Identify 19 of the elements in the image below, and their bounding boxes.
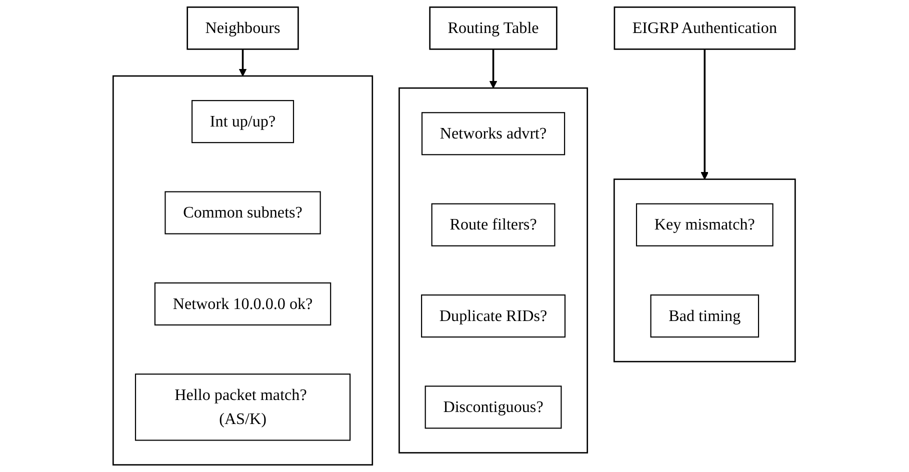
- node-box: Key mismatch?: [636, 203, 774, 246]
- arrow: [701, 49, 709, 180]
- node-box: Route filters?: [432, 203, 556, 246]
- arrow: [239, 49, 248, 76]
- node-box: Network 10.0.0.0 ok?: [154, 282, 332, 326]
- cluster: [112, 75, 374, 466]
- node-box: Int up/up?: [192, 100, 294, 144]
- node-box: Discontiguous?: [425, 386, 562, 429]
- node-box: EIGRP Authentication: [614, 6, 796, 50]
- cluster: [398, 87, 588, 454]
- node-box: Hello packet match? (AS/K): [135, 374, 351, 441]
- node-box: Routing Table: [430, 6, 558, 50]
- arrow: [490, 49, 498, 88]
- node-box: Bad timing: [650, 294, 760, 338]
- node-box: Common subnets?: [165, 191, 322, 234]
- node-box: Duplicate RIDs?: [421, 294, 566, 338]
- cluster: [614, 178, 796, 362]
- node-box: Neighbours: [187, 6, 300, 50]
- node-box: Networks advrt?: [422, 112, 566, 156]
